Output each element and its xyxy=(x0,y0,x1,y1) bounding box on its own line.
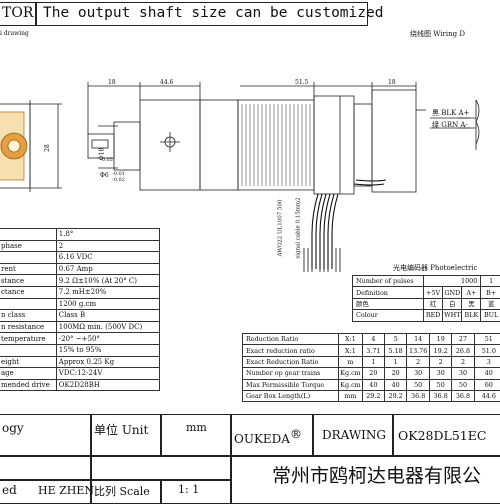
table-row: Number of pulses 1000 1 xyxy=(353,276,500,287)
tb-col-2b xyxy=(160,479,162,504)
table-row: temperature-20° ~+50° xyxy=(0,333,160,345)
tb-col-4 xyxy=(312,414,314,455)
tb-company: 常州市鸥柯达电器有限公 xyxy=(272,461,481,488)
dim-18: 18 xyxy=(108,79,116,87)
table-row: 1.8° xyxy=(0,229,160,241)
tb-unit-value: mm xyxy=(186,421,207,434)
encoder-title: 光电编码器 Photoelectric xyxy=(393,264,477,273)
tb-ed: ed xyxy=(2,483,17,497)
title-block-row-divider xyxy=(0,455,500,457)
title-block-row-divider-2 xyxy=(0,479,230,481)
cable-label: AWG22 UL1007 500 xyxy=(277,199,285,256)
dim-51-5: 51.5 xyxy=(295,79,308,87)
wire-label-a-minus: 绿 GRN A- xyxy=(432,121,468,130)
tb-col-3 xyxy=(230,414,232,504)
tb-col-5 xyxy=(392,414,394,455)
encoder-housing xyxy=(314,96,354,194)
encoder-end-cap xyxy=(372,90,416,192)
dim-44-6: 44.6 xyxy=(160,79,173,87)
dim-phi6: Φ6 xyxy=(100,172,109,180)
dim-28: 28 xyxy=(44,144,52,152)
tb-brand: OUKEDA® xyxy=(234,427,302,446)
tb-unit-label: 单位 Unit xyxy=(94,421,148,438)
tb-ogy: ogy xyxy=(2,421,24,435)
tb-col-2 xyxy=(160,414,162,455)
registered-mark: ® xyxy=(290,427,302,441)
table-row: 1200 g.cm xyxy=(0,298,160,310)
tb-model: OK28DL51EC xyxy=(398,428,486,443)
motor-finned xyxy=(238,100,314,190)
brand-name: OUKEDA xyxy=(234,432,290,446)
table-row: 15% to 95% xyxy=(0,344,160,356)
tb-scale-label: 比列 Scale xyxy=(94,483,150,499)
dim-18b: 18 xyxy=(388,79,396,87)
table-row: 颜色 红白 黑蓝 xyxy=(353,298,500,309)
motor-body xyxy=(200,100,238,190)
table-row: 6.16 VDC xyxy=(0,252,160,264)
wire-label-a-plus: 黑 BLK A+ xyxy=(432,109,469,118)
tb-drawer: HE ZHEN xyxy=(38,484,94,497)
tb-scale-value: 1: 1 xyxy=(178,483,199,496)
signal-label: signal cable 0.15mm2 xyxy=(295,197,303,258)
tb-drawing-label: DRAWING xyxy=(322,428,386,442)
dim-phi18-tol: -0.05 xyxy=(100,156,113,164)
dim-phi6-tol2: -0.02 xyxy=(112,176,125,184)
